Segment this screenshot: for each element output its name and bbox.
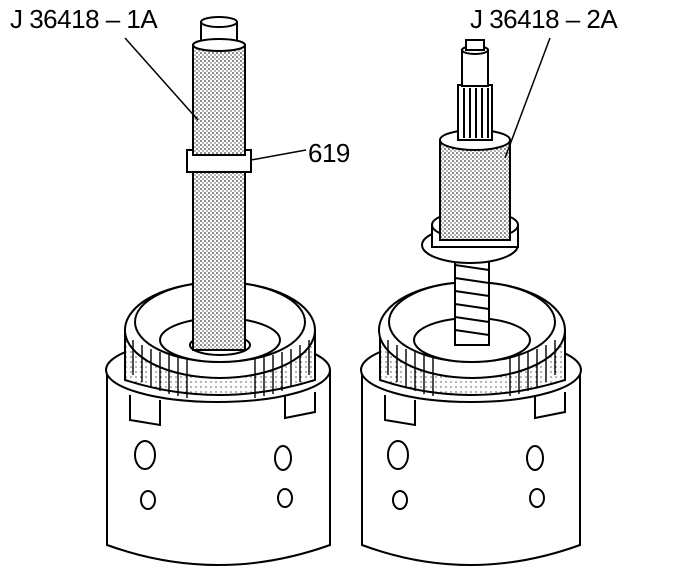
right-tool (421, 39, 519, 264)
leader-line-left-tool (124, 37, 199, 121)
callout-tool-right: J 36418 – 2A (470, 4, 618, 34)
leader-line-right-tool (504, 37, 551, 159)
callout-part-number: 619 (308, 138, 350, 168)
left-spline-teeth (132, 340, 310, 398)
left-tool-shaft (186, 16, 252, 351)
right-spline-teeth (387, 340, 556, 396)
right-spring (454, 254, 490, 346)
callout-tool-left: J 36418 – 1A (10, 4, 158, 34)
leader-line-part-619 (250, 149, 307, 161)
leader-lines (124, 37, 551, 161)
